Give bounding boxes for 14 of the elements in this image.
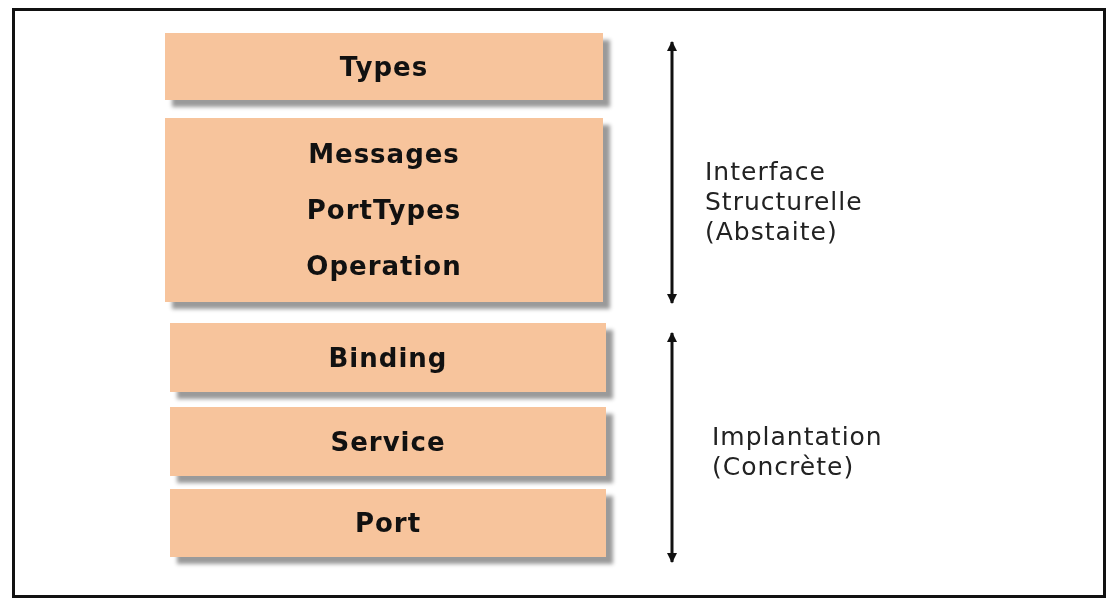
layer-label: Service: [330, 426, 446, 457]
layer-box: [170, 323, 606, 392]
layer-label: Port: [354, 508, 422, 538]
layer-label: Messages: [308, 139, 460, 169]
layer-label: PortTypes: [306, 195, 462, 225]
range-label: Interface Structurelle (Abstaite): [705, 157, 864, 247]
layer-label: Operation: [306, 251, 462, 281]
layer-box: [170, 489, 606, 557]
layer-box: [165, 33, 603, 100]
range-label: Implantation (Concrète): [712, 422, 884, 482]
layer-box: [165, 118, 603, 302]
layer-label: Types: [339, 51, 429, 82]
layer-label: Binding: [328, 342, 448, 373]
layer-box: [170, 407, 606, 476]
